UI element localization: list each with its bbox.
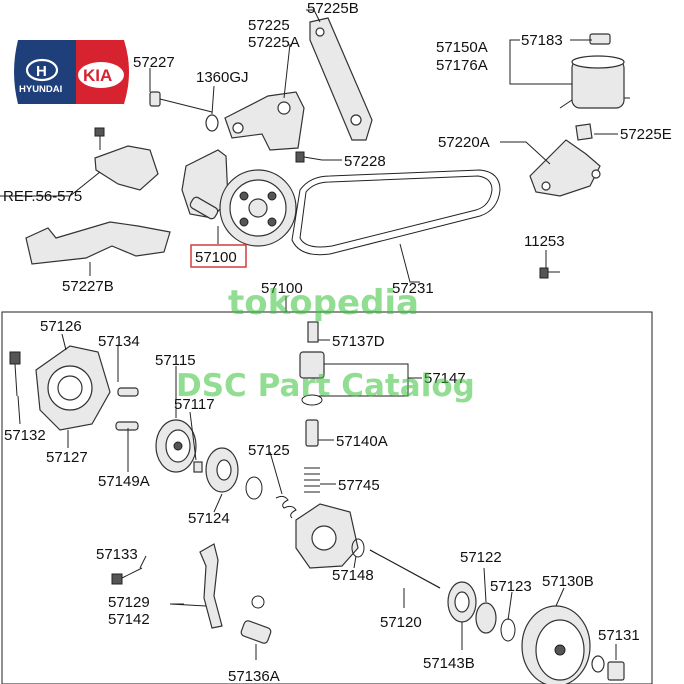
- label-57227: 57227: [133, 54, 175, 71]
- hyundai-logo-icon: [25, 58, 59, 82]
- label-57134: 57134: [98, 333, 140, 350]
- part-57122-seal: [475, 602, 497, 634]
- part-57126-cover: [35, 345, 111, 431]
- part-57225E-clip: [575, 123, 593, 141]
- watermark-tokopedia: tokopedia: [228, 283, 419, 323]
- part-57120-shaft: [369, 549, 441, 589]
- label-57137D: 57137D: [332, 333, 385, 350]
- part-57136A-fitting: [240, 620, 272, 644]
- label-57176A: 57176A: [436, 57, 488, 74]
- part-57117-key: [193, 461, 203, 473]
- part-57147-nut: [299, 351, 325, 406]
- part-57150A-reservoir: [559, 33, 630, 109]
- part-57227B-bracket: [25, 221, 171, 265]
- label-57133: 57133: [96, 546, 138, 563]
- leader-lines-upper: [0, 9, 618, 283]
- part-57148-ring: [351, 538, 365, 558]
- label-1360GJ: 1360GJ: [196, 69, 249, 86]
- label-57142: 57142: [108, 611, 150, 628]
- part-57220A-bracket: [529, 139, 601, 197]
- part-57130B-pulley: [521, 605, 591, 684]
- label-57122: 57122: [460, 549, 502, 566]
- label-57120: 57120: [380, 614, 422, 631]
- label-57132: 57132: [4, 427, 46, 444]
- label-57125: 57125: [248, 442, 290, 459]
- label-57225A: 57225A: [248, 34, 300, 51]
- part-upper-left-bracket: [94, 145, 159, 191]
- label-57126: 57126: [40, 318, 82, 335]
- part-57225-bracket: [224, 91, 305, 151]
- part-57137D-fitting: [307, 321, 319, 343]
- part-57123-ring: [500, 618, 516, 642]
- label-57100-highlighted: 57100: [195, 249, 237, 266]
- label-57123: 57123: [490, 578, 532, 595]
- label-57745: 57745: [338, 477, 380, 494]
- part-57231-belt: [291, 169, 501, 256]
- part-57129-lever: [199, 543, 223, 629]
- label-57183: 57183: [521, 32, 563, 49]
- label-57130B: 57130B: [542, 573, 594, 590]
- highlight-57100-box: [190, 244, 247, 268]
- label-ref: REF.56-575: [3, 188, 82, 205]
- label-57227B: 57227B: [62, 278, 114, 295]
- label-57150A: 57150A: [436, 39, 488, 56]
- part-bolt-upper-left: [94, 127, 105, 150]
- exploded-view-frame: [1, 311, 653, 684]
- part-57228-bolt: [295, 151, 323, 163]
- part-57124-ring: [205, 447, 239, 493]
- label-57129: 57129: [108, 594, 150, 611]
- part-57132-bolt: [9, 351, 21, 397]
- label-57140A: 57140A: [336, 433, 388, 450]
- label-57115: 57115: [155, 352, 196, 369]
- part-57115-rotor: [155, 419, 197, 473]
- part-oring-a: [245, 476, 263, 500]
- part-57133-bolt: [111, 567, 143, 585]
- label-57225E: 57225E: [620, 126, 672, 143]
- label-57136A: 57136A: [228, 668, 280, 684]
- part-labels: 57225B 57225 57225A 57227 1360GJ 57150A …: [3, 0, 672, 684]
- part-57143B-bearing: [447, 581, 477, 623]
- part-57140A-valve: [305, 419, 319, 447]
- label-57131: 57131: [598, 627, 640, 644]
- label-57117: 57117: [174, 396, 215, 413]
- part-57100-pump: [181, 149, 297, 247]
- label-57148: 57148: [332, 567, 374, 584]
- part-1360GJ-washer: [205, 114, 219, 132]
- label-57127: 57127: [46, 449, 88, 466]
- label-57220A: 57220A: [438, 134, 490, 151]
- hyundai-logo-text: HYUNDAI: [19, 84, 62, 95]
- part-57745-spring: [304, 467, 320, 493]
- part-57227-bolt: [149, 91, 213, 113]
- label-57143B: 57143B: [423, 655, 475, 672]
- label-57147: 57147: [424, 370, 466, 387]
- part-57134-pins: [115, 387, 139, 431]
- label-57100: 57100: [261, 280, 303, 297]
- label-57225: 57225: [248, 17, 290, 34]
- hyundai-logo-panel: [14, 40, 76, 104]
- part-pump-housing: [295, 503, 359, 569]
- label-57231: 57231: [392, 280, 434, 297]
- kia-logo-icon: [78, 62, 124, 88]
- part-57225B-strap: [309, 17, 373, 141]
- hyundai-logo-h: H: [36, 63, 47, 80]
- label-57225B: 57225B: [307, 0, 359, 17]
- label-57124: 57124: [188, 510, 230, 527]
- label-57149A: 57149A: [98, 473, 150, 490]
- watermark-dsc: DSC Part Catalog: [176, 368, 475, 404]
- part-57125-spring: [275, 495, 297, 519]
- part-11253-bolt: [539, 267, 560, 279]
- label-11253: 11253: [524, 233, 565, 250]
- label-57228: 57228: [344, 153, 386, 170]
- leader-lines-lower: [17, 333, 617, 660]
- kia-logo-text: KIA: [83, 66, 112, 85]
- part-oring-b: [251, 595, 265, 609]
- brand-logos: H HYUNDAI KIA: [14, 40, 129, 104]
- part-57131-nut: [591, 655, 625, 681]
